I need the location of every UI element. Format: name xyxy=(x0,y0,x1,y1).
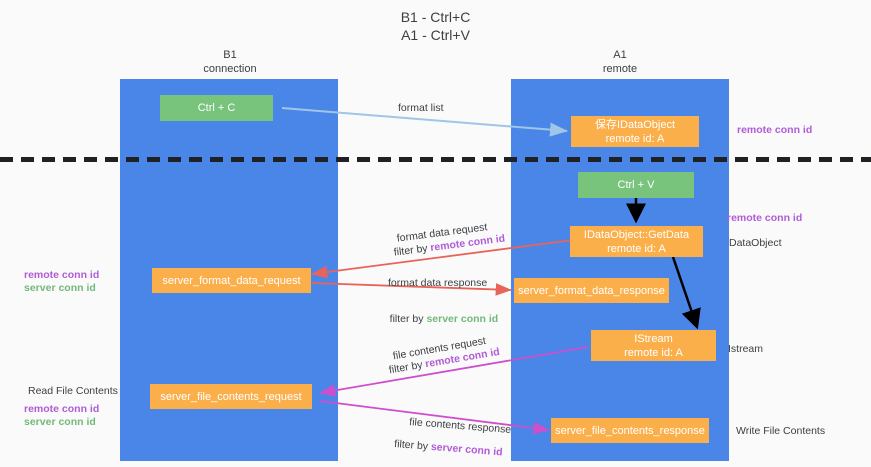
edge-label-format-data-response: format data response xyxy=(388,277,488,289)
filter-key-remote-conn-id: remote conn id xyxy=(429,232,506,254)
filter-key-server-conn-id: server conn id xyxy=(426,313,499,325)
box-istream-line2: remote id: A xyxy=(624,346,683,359)
box-getdata-line2: remote id: A xyxy=(607,242,666,255)
box-save-dataobject-line2: remote id: A xyxy=(605,132,665,145)
box-server-file-contents-response-label: server_file_contents_response xyxy=(555,424,705,437)
filter-prefix: filter by xyxy=(388,358,427,377)
filter-key-server-conn-id: server conn id xyxy=(430,440,503,459)
box-server-file-contents-response[interactable]: server_file_contents_response xyxy=(551,418,709,443)
phase-divider xyxy=(0,157,871,162)
box-save-dataobject[interactable]: 保存IDataObject remote id: A xyxy=(571,116,699,147)
box-istream[interactable]: IStream remote id: A xyxy=(591,330,716,361)
left-annotation-remote-conn-id-upper: remote conn id xyxy=(24,269,100,281)
box-server-file-contents-request[interactable]: server_file_contents_request xyxy=(150,384,312,409)
box-ctrl-c-label: Ctrl + C xyxy=(197,102,236,114)
diagram-title-line-1: B1 - Ctrl+C xyxy=(400,9,471,25)
column-header-b1-name: B1 xyxy=(223,49,237,61)
edge-label-format-list: format list xyxy=(398,102,444,114)
right-annotation-remote-conn-id-mid: remote conn id xyxy=(727,212,803,224)
box-getdata-line1: IDataObject::GetData xyxy=(583,228,690,241)
filter-key-remote-conn-id: remote conn id xyxy=(424,345,501,371)
filter-prefix: filter by xyxy=(389,313,427,325)
box-server-format-data-request[interactable]: server_format_data_request xyxy=(152,268,311,293)
column-header-a1-subtitle: remote xyxy=(602,63,638,75)
left-annotation-server-conn-id-lower: server conn id xyxy=(24,416,96,428)
right-annotation-write-file-contents: Write File Contents xyxy=(736,425,826,437)
filter-prefix: filter by xyxy=(393,437,432,453)
left-annotation-read-file-contents: Read File Contents xyxy=(28,385,118,397)
right-annotation-remote-conn-id-top: remote conn id xyxy=(737,124,813,136)
box-server-file-contents-request-label: server_file_contents_request xyxy=(160,390,302,403)
box-ctrl-c[interactable]: Ctrl + C xyxy=(160,95,273,121)
box-ctrl-v[interactable]: Ctrl + V xyxy=(578,172,694,198)
edge-label-format-data-response-filter: filter by server conn id xyxy=(378,298,499,340)
filter-prefix: filter by xyxy=(393,242,432,259)
column-header-b1-subtitle: connection xyxy=(203,63,257,75)
box-save-dataobject-line1: 保存IDataObject xyxy=(594,118,676,131)
box-server-format-data-request-label: server_format_data_request xyxy=(162,274,301,287)
box-istream-line1: IStream xyxy=(634,332,673,345)
right-annotation-istream: Istream xyxy=(728,343,764,355)
box-ctrl-v-label: Ctrl + V xyxy=(617,179,655,191)
column-header-a1-name: A1 xyxy=(613,49,627,61)
left-annotation-remote-conn-id-lower: remote conn id xyxy=(24,403,100,415)
right-annotation-dataobject: DataObject xyxy=(729,237,782,249)
box-idataobject-getdata[interactable]: IDataObject::GetData remote id: A xyxy=(570,226,703,257)
left-annotation-server-conn-id-upper: server conn id xyxy=(24,282,96,294)
diagram-title-line-2: A1 - Ctrl+V xyxy=(401,27,470,43)
box-server-format-data-response-label: server_format_data_response xyxy=(518,284,665,297)
box-server-format-data-response[interactable]: server_format_data_response xyxy=(514,278,669,303)
